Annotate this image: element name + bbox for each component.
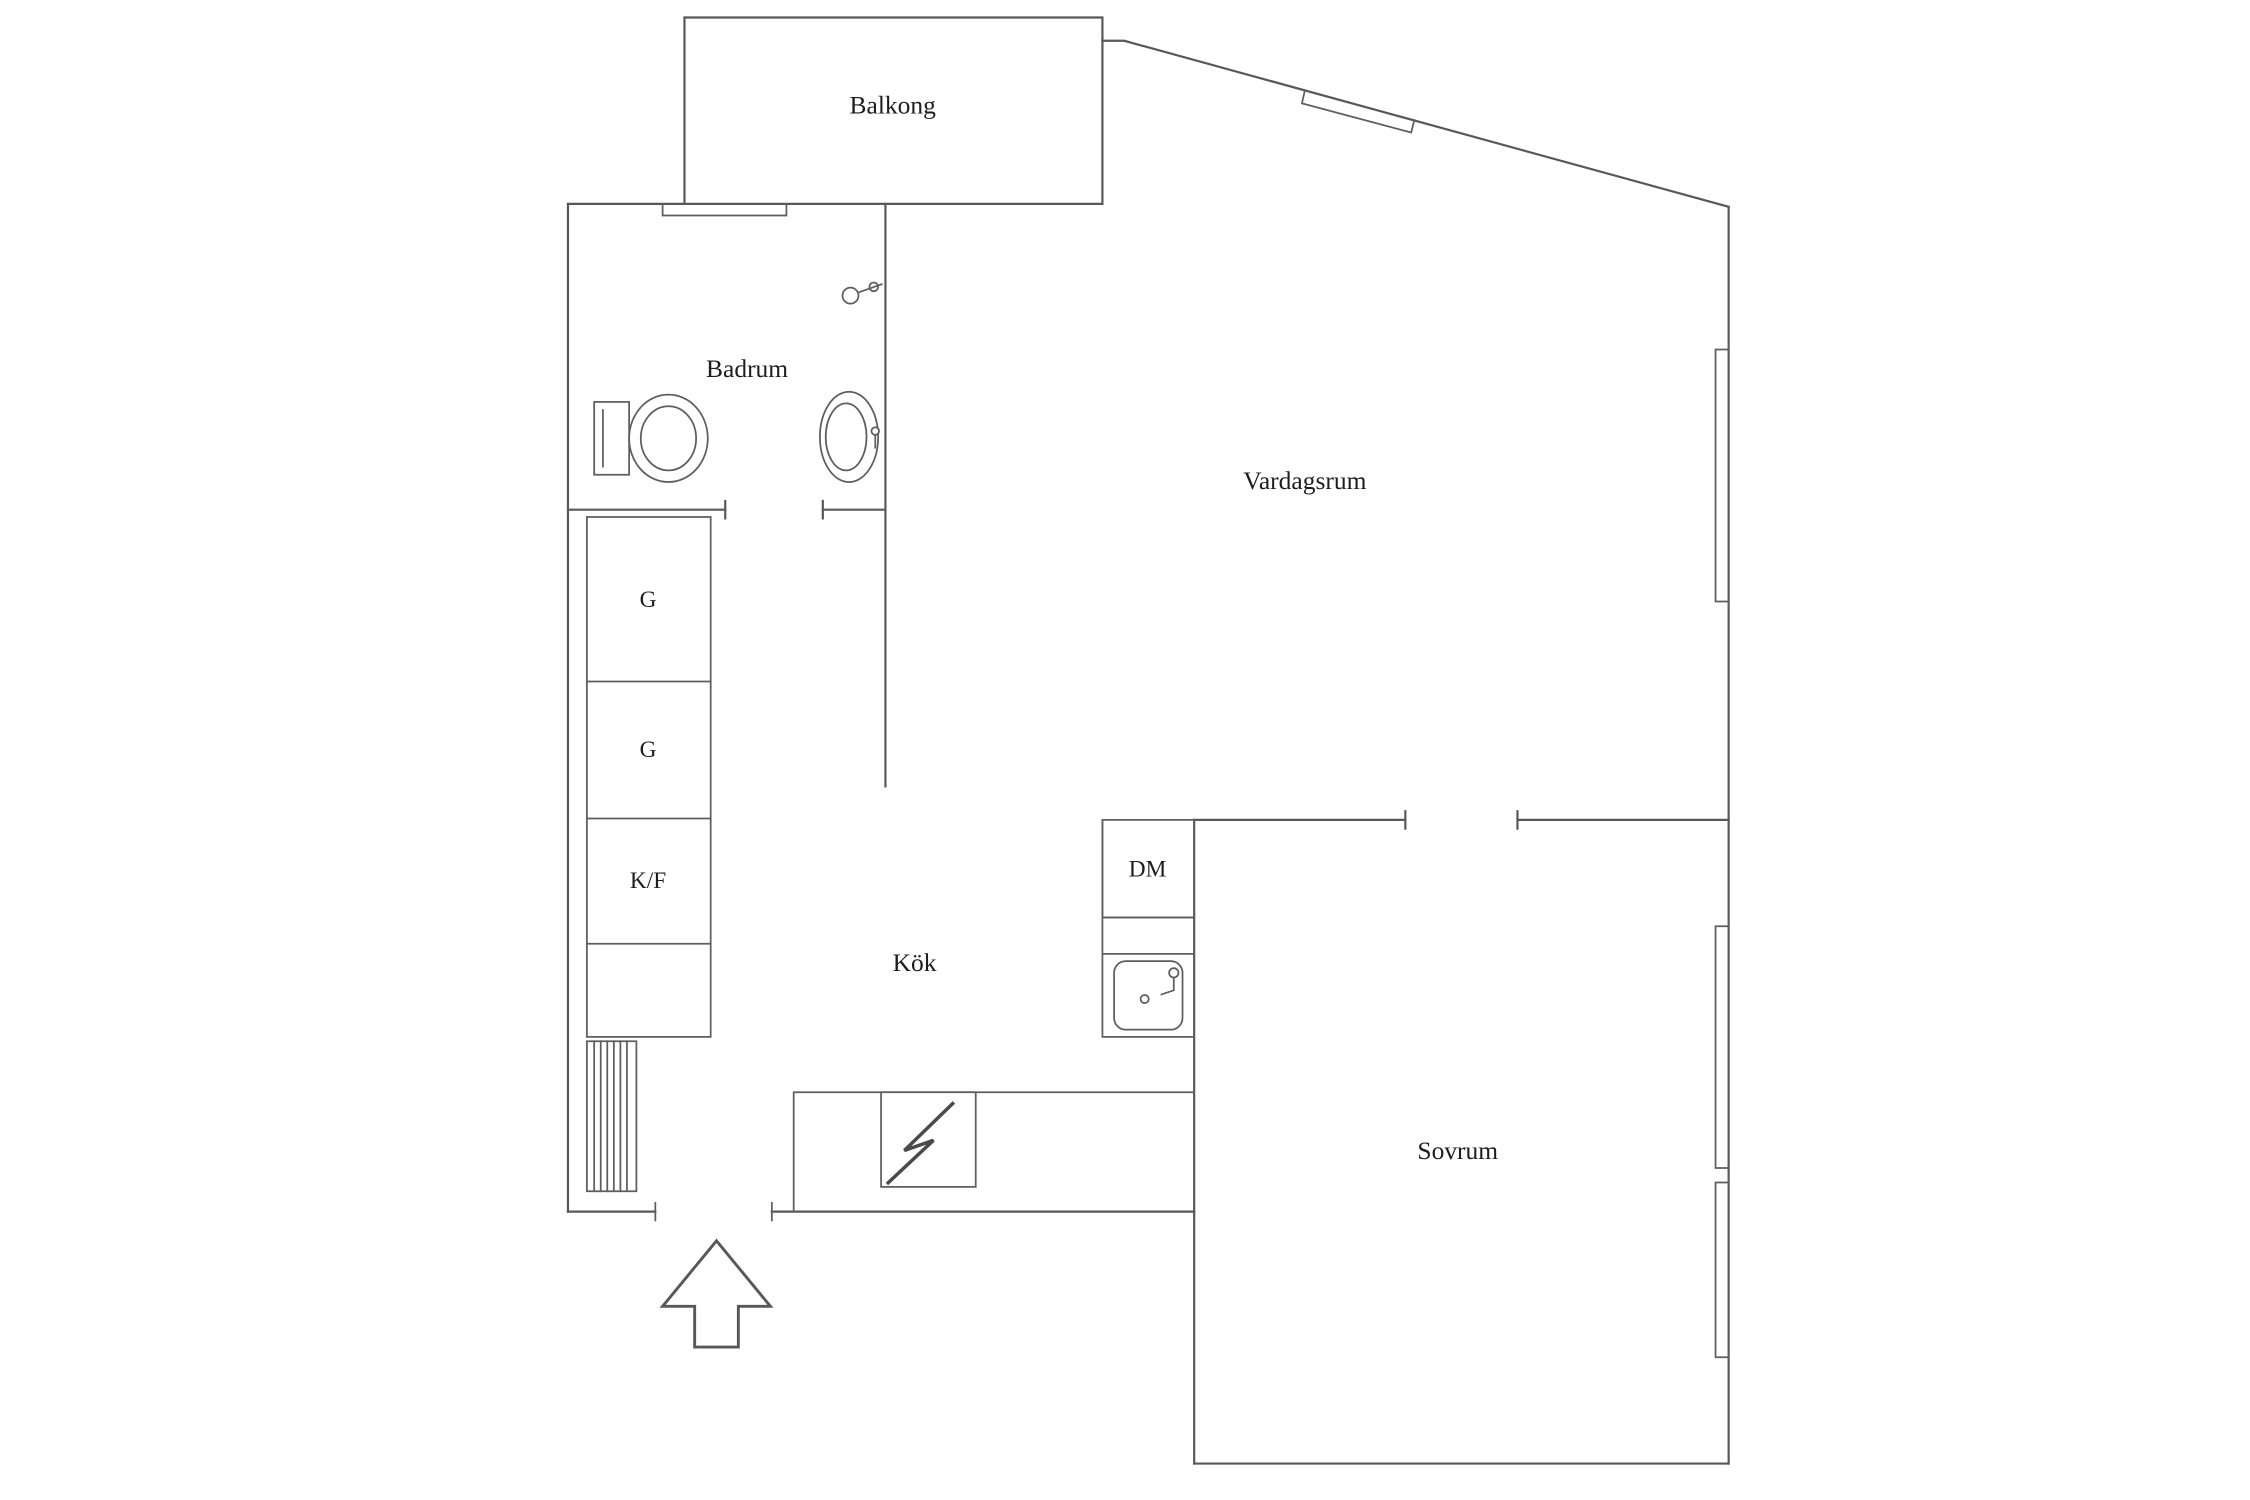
closet-label-g-top: G	[640, 587, 657, 613]
closet-label-g-mid: G	[640, 737, 657, 763]
toilet-tank	[593, 401, 630, 476]
balcony-walls	[683, 16, 1104, 205]
bedroom-door-jambs	[1404, 810, 1519, 830]
toilet-bowl-inner	[639, 405, 697, 472]
hook-knob-large	[841, 286, 860, 305]
entrance-opening	[654, 1202, 773, 1222]
radiator-fins	[593, 1040, 628, 1193]
stove-box	[880, 1091, 977, 1188]
windows	[1300, 89, 1730, 1359]
closet-column	[586, 516, 712, 1038]
hook-bar	[857, 283, 883, 294]
balcony-outline	[683, 16, 1104, 205]
outer-walls	[566, 39, 1730, 1465]
label-dishwasher: DM	[1129, 856, 1167, 882]
entrance-arrow-icon	[659, 1238, 774, 1349]
labels: Balkong Badrum Vardagsrum Kök Sovrum G G…	[630, 90, 1498, 1165]
kitchen-sink-icon	[1113, 960, 1184, 1031]
interior-walls	[566, 202, 1730, 830]
threshold-lines	[661, 203, 788, 217]
closet-label-kf: K/F	[630, 868, 666, 894]
stove-icon	[880, 1091, 977, 1188]
dishwasher-box	[1101, 819, 1196, 919]
bathroom-sink-icon	[819, 390, 880, 483]
room-label-kok: Kök	[893, 948, 937, 977]
sink-faucet-base	[1168, 967, 1180, 979]
sink-tap-dot	[870, 426, 880, 436]
counter-outline	[792, 1091, 1196, 1213]
radiator-box	[586, 1040, 638, 1193]
wall-diagonal	[1101, 39, 1730, 209]
entrance-jambs	[654, 1202, 773, 1222]
bathroom-door-jambs	[724, 499, 824, 520]
towel-hook-icon	[841, 281, 883, 305]
radiator-hatch-icon	[586, 1040, 638, 1193]
sink-faucet-spout	[1160, 977, 1175, 996]
window-diagonal	[1300, 89, 1416, 134]
sink-basin-inner	[824, 402, 868, 472]
window-bedroom-right-upper	[1714, 925, 1730, 1169]
window-livingroom-right	[1714, 348, 1730, 603]
sink-drain	[1139, 994, 1150, 1004]
room-label-badrum: Badrum	[706, 354, 788, 383]
lightning-icon	[885, 1101, 956, 1186]
room-label-balkong: Balkong	[850, 90, 937, 119]
toilet-icon	[593, 393, 709, 483]
room-label-sovrum: Sovrum	[1417, 1136, 1498, 1165]
window-bedroom-right-lower	[1714, 1181, 1730, 1359]
closet-dividers	[586, 680, 712, 945]
dishwasher-rect	[1101, 819, 1196, 919]
sink-basin	[1113, 960, 1184, 1031]
closets	[586, 516, 712, 1038]
arrow-shape	[659, 1238, 774, 1349]
balcony-door-threshold	[661, 203, 788, 217]
room-label-vardagsrum: Vardagsrum	[1243, 466, 1366, 495]
